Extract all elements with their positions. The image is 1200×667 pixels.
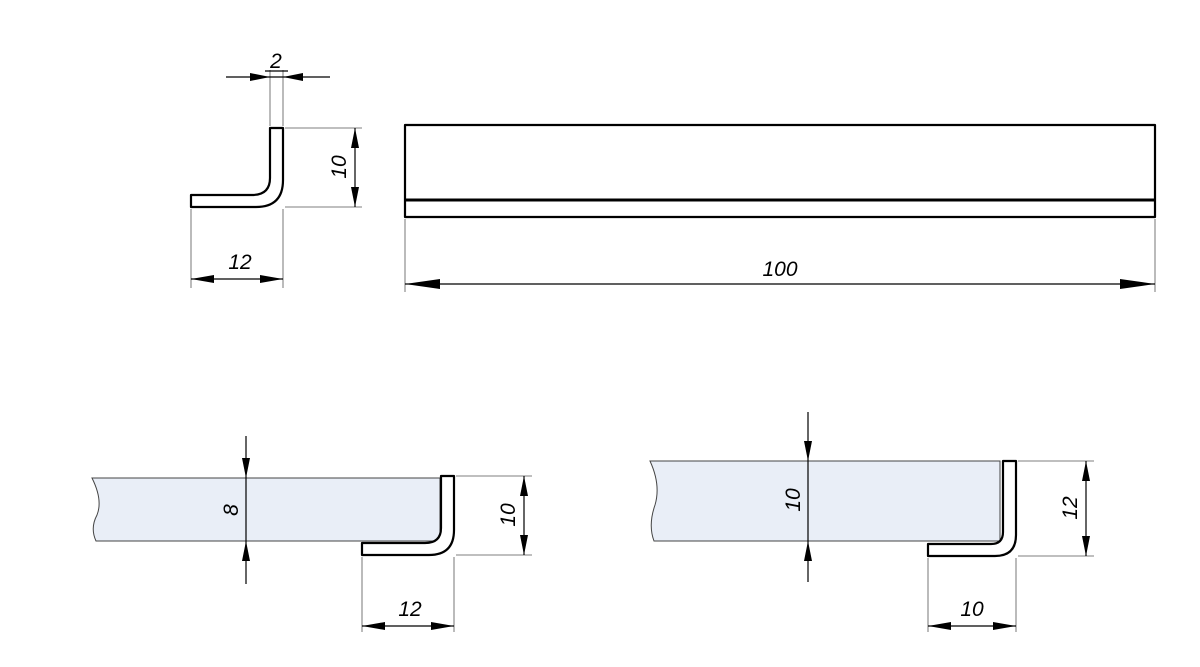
dimension-length: 100 <box>405 258 1155 289</box>
angle-profile-8mm <box>360 474 456 557</box>
dimension-profile-width-10: 10 <box>928 598 1016 630</box>
dimension-thickness: 2 <box>226 50 330 81</box>
profile-side-body <box>403 123 1157 219</box>
dimension-board-thickness-10: 10 <box>782 412 812 582</box>
dimension-label-board-10: 10 <box>782 488 805 512</box>
dimension-profile-height-12: 12 <box>1059 461 1090 556</box>
mount-example-10mm: 10 12 10 <box>649 412 1094 632</box>
profile-section-view: 2 10 12 <box>189 50 362 288</box>
dimension-profile-width-12: 12 <box>362 598 454 630</box>
dimension-label-profile-height-12: 12 <box>1059 496 1082 520</box>
board-10mm <box>649 460 1001 542</box>
angle-profile-shape <box>189 126 285 209</box>
dimension-height: 10 <box>328 128 359 207</box>
angle-profile-10mm <box>926 459 1018 558</box>
dimension-label-profile-width-10: 10 <box>960 598 984 621</box>
dimension-width: 12 <box>191 251 283 283</box>
dimension-label-length: 100 <box>762 258 797 281</box>
dimension-label-height: 10 <box>328 155 351 179</box>
profile-side-view: 100 <box>403 123 1157 292</box>
dimension-label-profile-height-10: 10 <box>497 503 520 527</box>
dimension-board-thickness-8: 8 <box>220 436 250 584</box>
dimension-label-board-8: 8 <box>220 504 243 516</box>
dimension-profile-height-10: 10 <box>497 476 528 555</box>
dimension-label-profile-width-12: 12 <box>398 598 422 621</box>
dimension-label-thickness: 2 <box>269 50 282 73</box>
board-8mm <box>91 477 441 542</box>
dimension-label-width: 12 <box>228 251 252 274</box>
mount-example-8mm: 8 10 12 <box>91 436 532 632</box>
